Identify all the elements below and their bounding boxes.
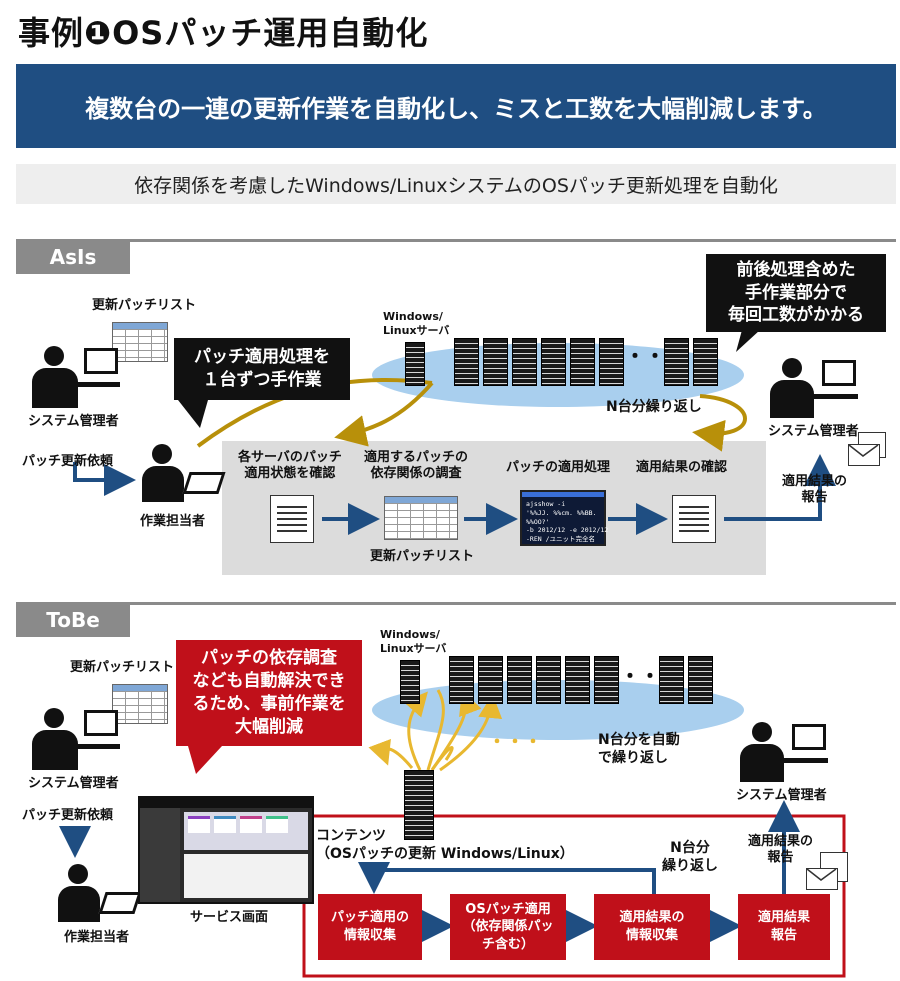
asis-step4-doc-icon [672, 495, 716, 543]
asis-divider [16, 239, 896, 242]
asis-sysadmin-left-label: システム管理者 [28, 414, 119, 429]
asis-callout-manual: パッチ適用処理を １台ずつ手作業 [174, 338, 350, 400]
asis-step4-label: 適用結果の確認 [636, 460, 728, 475]
asis-report-label: 適用結果の 報告 [782, 474, 848, 506]
asis-repeat-label: N台分繰り返し [606, 399, 702, 415]
asis-sysadmin-right-icon [770, 356, 860, 418]
tobe-server-1 [449, 656, 474, 704]
page-title: 事例❶OSパッチ運用自動化 [18, 14, 429, 52]
tobe-server-label: Windows/ Linuxサーバ [380, 628, 447, 655]
asis-patch-list-label: 更新パッチリスト [92, 298, 197, 313]
asis-patch-list-bottom: 更新パッチリスト [370, 549, 475, 564]
tobe-tag: ToBe [16, 603, 130, 637]
tobe-server-single [400, 660, 420, 704]
tobe-request-label: パッチ更新依頼 [22, 808, 114, 823]
subtitle-bar: 依存関係を考慮したWindows/LinuxシステムのOSパッチ更新処理を自動化 [16, 164, 896, 204]
service-screen-label: サービス画面 [190, 910, 269, 925]
tobe-auto-repeat-label: N台分を自動 で繰り返し [598, 732, 680, 766]
tobe-mail-icon [806, 852, 850, 892]
asis-sysadmin-left-icon [32, 342, 120, 408]
tobe-callout-auto: パッチの依存調査 なども自動解決でき るため、事前作業を 大幅削減 [176, 640, 362, 746]
asis-callout-cost: 前後処理含めた 手作業部分で 毎回工数がかかる [706, 254, 886, 332]
asis-server-4 [541, 338, 566, 386]
asis-step1-doc-icon [270, 495, 314, 543]
asis-mail-icon [848, 432, 888, 468]
tobe-report-label: 適用結果の 報告 [748, 834, 814, 866]
tobe-step-result-collect: 適用結果の 情報収集 [594, 894, 710, 960]
tobe-server-4 [536, 656, 561, 704]
tobe-sysadmin-left-label: システム管理者 [28, 776, 119, 791]
asis-terminal-icon: ajsshow -i '%%JJ. %%cm. %%BB. %%OO?' -b … [520, 490, 608, 546]
subtitle-text: 依存関係を考慮したWindows/LinuxシステムのOSパッチ更新処理を自動化 [134, 174, 778, 197]
tobe-step-report: 適用結果 報告 [738, 894, 830, 960]
tobe-worker-label: 作業担当者 [64, 930, 130, 945]
tobe-server-7 [659, 656, 684, 704]
asis-server-3 [512, 338, 537, 386]
tobe-sysadmin-right-label: システム管理者 [736, 788, 827, 803]
asis-step2-sheet-icon [384, 496, 458, 540]
asis-server-6 [599, 338, 624, 386]
asis-server-5 [570, 338, 595, 386]
headline-banner: 複数台の一連の更新作業を自動化し、ミスと工数を大幅削減します。 [16, 64, 896, 148]
tobe-server-6 [594, 656, 619, 704]
tobe-server-3 [507, 656, 532, 704]
asis-patch-list-icon [112, 322, 168, 362]
tobe-patch-list-icon [112, 684, 168, 724]
asis-worker-label: 作業担当者 [140, 514, 206, 529]
asis-server-label: Windows/ Linuxサーバ [383, 310, 450, 337]
asis-tag: AsIs [16, 240, 130, 274]
asis-server-7 [664, 338, 689, 386]
tobe-step-apply: OSパッチ適用 （依存関係パッ チ含む） [450, 894, 566, 960]
tobe-divider [16, 602, 896, 605]
tobe-ray-dots: ・・・ [488, 732, 542, 753]
tobe-loop-label: N台分 繰り返し [662, 840, 718, 874]
tobe-sysadmin-right-icon [740, 720, 830, 782]
tobe-server-5 [565, 656, 590, 704]
asis-step2-label: 適用するパッチの 依存関係の調査 [364, 450, 469, 482]
tobe-contents-label: コンテンツ （OSパッチの更新 Windows/Linux） [316, 828, 574, 862]
tobe-patch-list-label: 更新パッチリスト [70, 660, 175, 675]
asis-server-single [405, 342, 425, 386]
asis-sysadmin-right-label: システム管理者 [768, 424, 859, 439]
service-screen-image [138, 796, 314, 904]
tobe-distribution-server [404, 770, 434, 840]
asis-request-label: パッチ更新依頼 [22, 454, 114, 469]
asis-server-8 [693, 338, 718, 386]
tobe-server-2 [478, 656, 503, 704]
tobe-worker-icon [58, 862, 142, 922]
asis-server-1 [454, 338, 479, 386]
asis-step3-label: パッチの適用処理 [506, 460, 611, 475]
headline-text: 複数台の一連の更新作業を自動化し、ミスと工数を大幅削減します。 [85, 94, 827, 123]
asis-server-2 [483, 338, 508, 386]
asis-step1-label: 各サーバのパッチ 適用状態を確認 [238, 450, 342, 482]
tobe-sysadmin-left-icon [32, 704, 120, 770]
asis-worker-icon [142, 442, 226, 502]
tobe-server-8 [688, 656, 713, 704]
tobe-step-collect: パッチ適用の 情報収集 [318, 894, 422, 960]
